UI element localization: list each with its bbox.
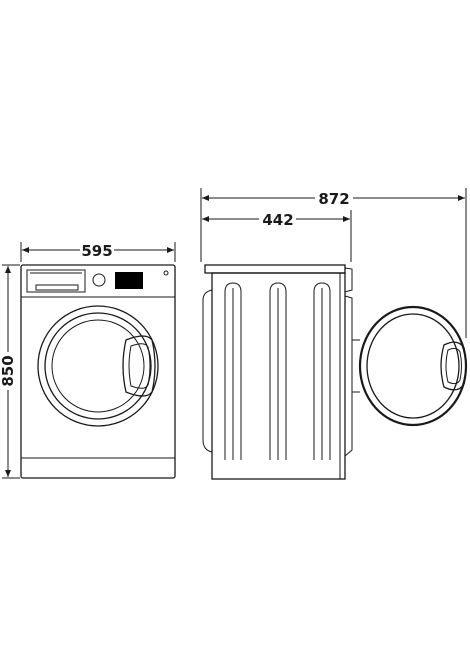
width-dimension: 595 xyxy=(20,242,176,262)
side-ribs xyxy=(224,282,331,460)
front-view: 595 850 xyxy=(0,242,176,479)
display-panel xyxy=(115,272,143,289)
power-button xyxy=(163,270,169,276)
width-label: 595 xyxy=(81,242,112,260)
detergent-drawer xyxy=(26,269,86,293)
open-depth-label: 872 xyxy=(318,190,349,208)
open-depth-dimension: 872 xyxy=(202,190,465,208)
height-dimension: 850 xyxy=(0,264,20,479)
body-depth-dimension: 442 xyxy=(202,211,350,229)
side-view: 872 442 xyxy=(200,188,468,480)
height-label: 850 xyxy=(0,355,17,386)
program-knob xyxy=(92,273,106,287)
washer-side xyxy=(202,264,353,480)
washer-front xyxy=(20,264,176,479)
door-open xyxy=(352,305,468,427)
body-depth-label: 442 xyxy=(262,211,293,229)
door-front xyxy=(37,305,159,427)
